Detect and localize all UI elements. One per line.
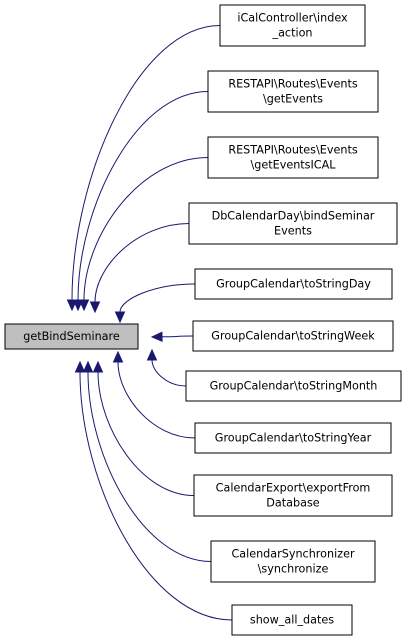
arrowhead-groupcalendar-tostringweek: [150, 331, 163, 343]
arrowhead-groupcalendar-tostringday: [114, 311, 126, 324]
call-edge-groupcalendar-tostringyear: [117, 361, 196, 439]
caller-node-show-all-dates[interactable]: [231, 604, 353, 636]
caller-node-dbcalendarday-bindseminarevents-label-line-2: Events: [274, 225, 312, 238]
arrowhead-calendarexport-exportfromdatabase: [92, 360, 104, 373]
caller-node-restapi-geteventsical[interactable]: [207, 136, 379, 179]
caller-node-groupcalendar-tostringweek-label-line-1: GroupCalendar\toStringWeek: [211, 330, 375, 343]
caller-node-ical-index-action-label-line-2: _action: [271, 27, 312, 40]
call-edge-groupcalendar-tostringweek: [161, 335, 194, 338]
caller-node-show-all-dates-label-line-1: show_all_dates: [250, 614, 334, 627]
caller-node-groupcalendar-tostringweek[interactable]: [192, 320, 394, 352]
call-edge-groupcalendar-tostringday: [119, 283, 196, 313]
focus-node-label-line-1: getBindSeminare: [23, 330, 120, 343]
caller-node-ical-index-action-label-line-1: iCalController\index: [237, 12, 348, 25]
caller-node-groupcalendar-tostringday[interactable]: [194, 268, 393, 300]
arrowhead-dbcalendarday-bindseminarevents: [89, 301, 101, 314]
caller-node-groupcalendar-tostringyear[interactable]: [194, 422, 392, 454]
caller-node-calendarexport-exportfromdatabase-label-line-1: CalendarExport\exportFrom: [216, 482, 371, 495]
focus-node-getbindseminare: [4, 323, 139, 350]
caller-node-restapi-geteventsical-label-line-2: \getEventsICAL: [250, 159, 336, 172]
caller-node-ical-index-action[interactable]: [219, 4, 366, 47]
arrowhead-groupcalendar-tostringyear: [112, 350, 124, 363]
caller-node-dbcalendarday-bindseminarevents-label-line-1: DbCalendarDay\bindSeminar: [212, 210, 375, 223]
call-edge-ical-index-action: [71, 25, 221, 301]
call-edge-show-all-dates: [79, 371, 233, 621]
caller-node-dbcalendarday-bindseminarevents[interactable]: [188, 202, 398, 245]
arrowhead-calendarsynchronizer-synchronize: [82, 360, 94, 373]
caller-node-calendarsynchronizer-synchronize[interactable]: [210, 540, 376, 583]
call-edge-restapi-getevents: [77, 91, 209, 301]
call-edge-restapi-geteventsical: [83, 157, 209, 301]
arrowhead-groupcalendar-tostringmonth: [146, 348, 158, 361]
call-edge-calendarsynchronizer-synchronize: [87, 371, 212, 562]
caller-node-calendarexport-exportfromdatabase[interactable]: [193, 474, 393, 517]
caller-node-groupcalendar-tostringmonth[interactable]: [185, 370, 402, 402]
caller-node-groupcalendar-tostringday-label-line-1: GroupCalendar\toStringDay: [216, 278, 371, 291]
caller-node-restapi-getevents-label-line-1: RESTAPI\Routes\Events: [228, 78, 357, 91]
caller-node-restapi-getevents[interactable]: [207, 70, 379, 113]
caller-node-restapi-geteventsical-label-line-1: RESTAPI\Routes\Events: [228, 144, 357, 157]
caller-node-groupcalendar-tostringyear-label-line-1: GroupCalendar\toStringYear: [215, 432, 372, 445]
caller-node-calendarsynchronizer-synchronize-label-line-1: CalendarSynchronizer: [231, 548, 355, 561]
call-edge-calendarexport-exportfromdatabase: [97, 371, 195, 496]
call-edge-dbcalendarday-bindseminarevents: [94, 223, 190, 303]
call-edge-groupcalendar-tostringmonth: [151, 359, 187, 387]
caller-node-restapi-getevents-label-line-2: \getEvents: [263, 93, 323, 106]
caller-node-calendarsynchronizer-synchronize-label-line-2: \synchronize: [258, 563, 329, 576]
caller-node-groupcalendar-tostringmonth-label-line-1: GroupCalendar\toStringMonth: [210, 380, 378, 393]
caller-node-calendarexport-exportfromdatabase-label-line-2: Database: [266, 497, 319, 510]
arrowhead-show-all-dates: [74, 360, 86, 373]
arrowhead-restapi-geteventsical: [78, 299, 90, 312]
